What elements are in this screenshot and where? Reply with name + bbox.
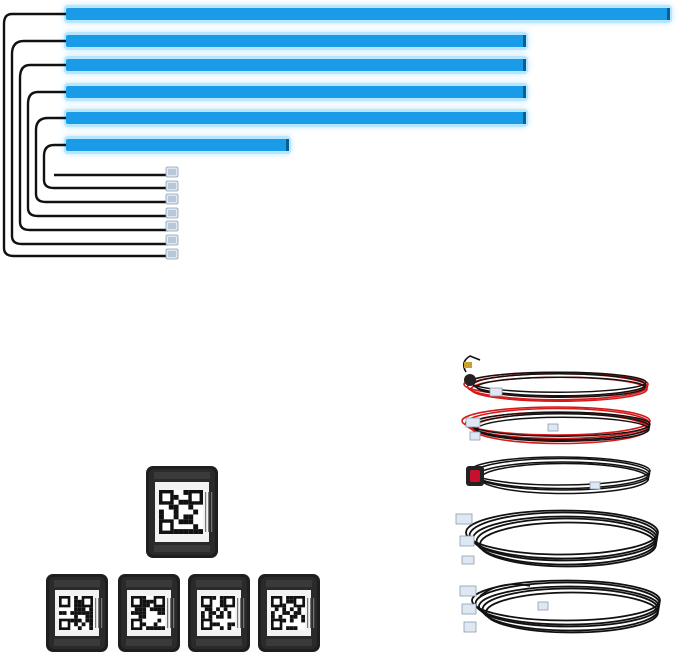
fuse-holder — [464, 374, 476, 386]
main-control-module — [146, 466, 218, 558]
wire-connector — [165, 180, 179, 192]
strip-connectors-group — [165, 166, 179, 260]
extension-harness-1 — [455, 509, 659, 568]
strip-wire — [2, 12, 168, 258]
sub-module-1 — [46, 574, 108, 652]
control-modules-group — [46, 466, 320, 652]
strip-1 — [64, 5, 672, 23]
strip-wire — [26, 90, 168, 218]
wire-harnesses-group — [455, 355, 661, 634]
strip-wire — [10, 39, 168, 246]
power-harness-red — [461, 406, 651, 445]
strip-wire — [42, 143, 168, 190]
wire-connector — [165, 166, 179, 178]
strip-wires-group — [2, 12, 168, 258]
wire-connector — [165, 207, 179, 219]
strip-5 — [64, 109, 528, 127]
wire-connector — [165, 248, 179, 260]
sub-module-3 — [188, 574, 250, 652]
led-strips-group — [64, 5, 672, 154]
wire-connector — [165, 220, 179, 232]
strip-4 — [64, 83, 528, 101]
strip-6 — [64, 136, 291, 154]
sub-module-2 — [118, 574, 180, 652]
strip-wire — [34, 116, 168, 204]
button-switch-harness — [466, 456, 651, 495]
extension-harness-2 — [459, 579, 661, 634]
wire-connector — [165, 234, 179, 246]
strip-2 — [64, 32, 528, 50]
power-harness-red-black — [462, 355, 649, 403]
wire-connector — [165, 193, 179, 205]
strip-wire — [18, 63, 168, 232]
strip-3 — [64, 56, 528, 74]
sub-module-4 — [258, 574, 320, 652]
